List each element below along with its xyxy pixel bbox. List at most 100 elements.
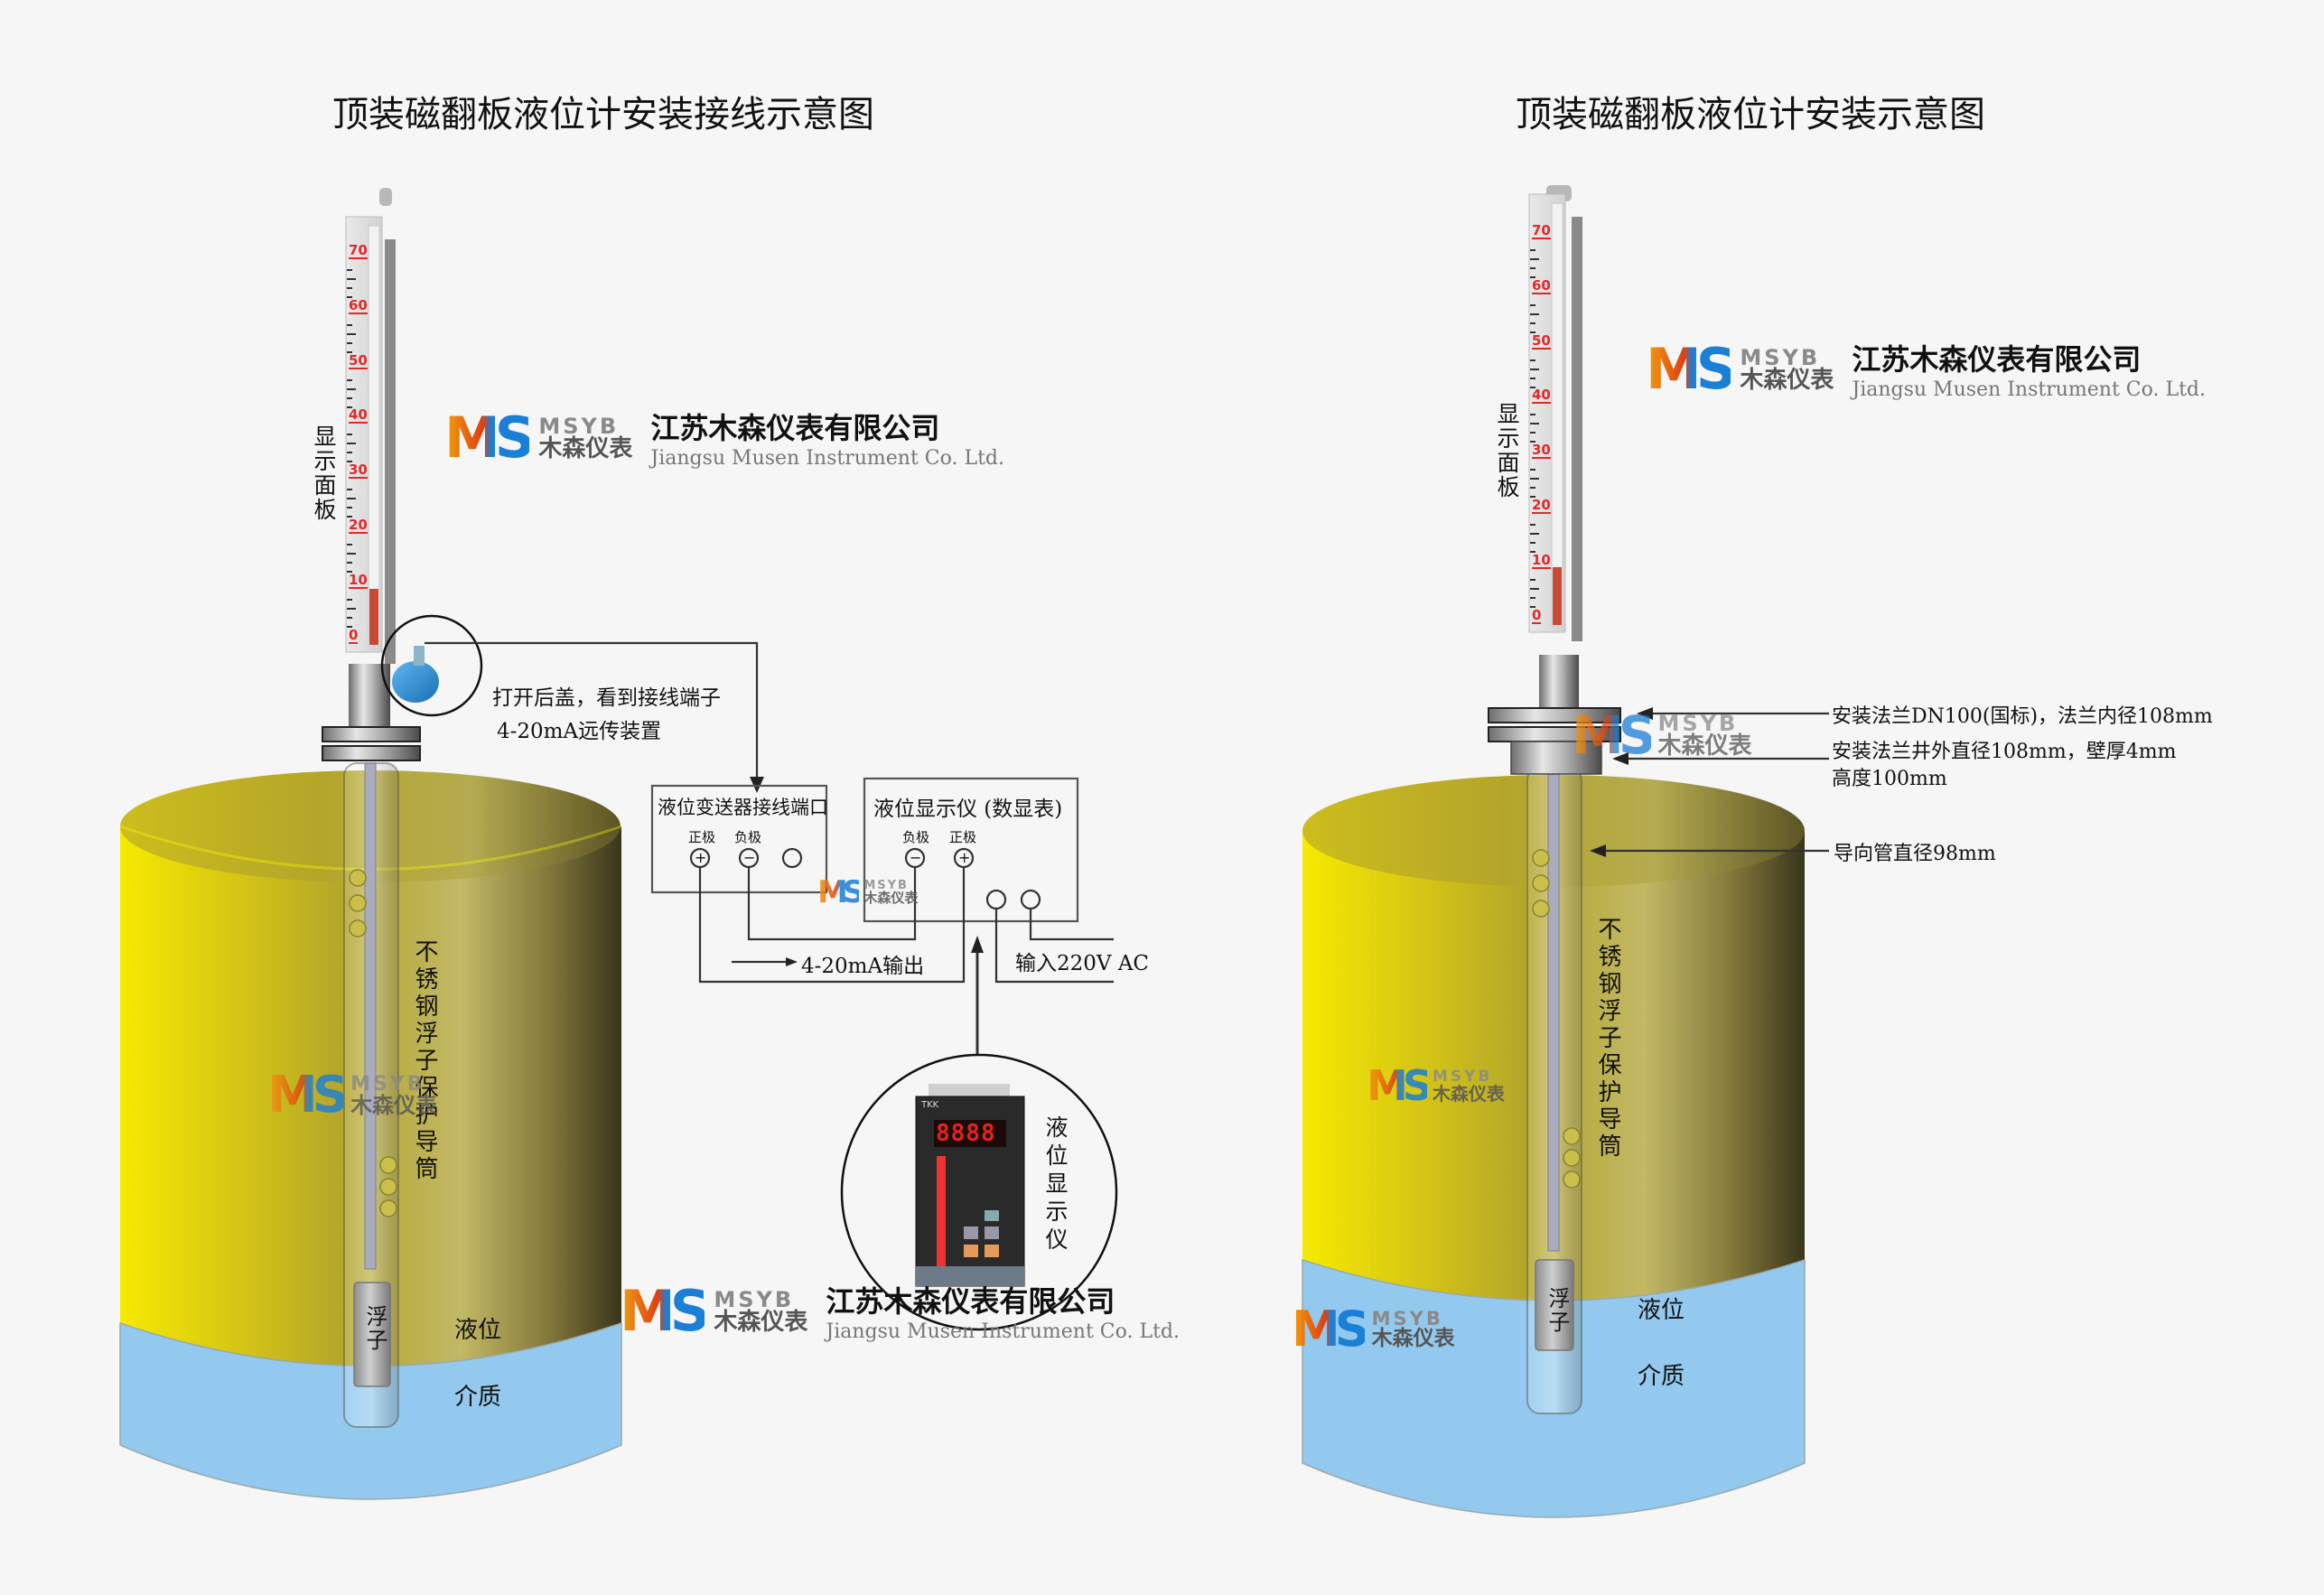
gauge-minor-tick [1530, 368, 1539, 370]
right-flange-top [1488, 707, 1621, 723]
gauge-minor-tick [347, 378, 352, 381]
right-float-label: 浮子 [1545, 1287, 1570, 1334]
gauge-minor-tick [1530, 386, 1535, 388]
gauge-minor-tick [347, 323, 352, 326]
gauge-scale-tick: 60 [349, 296, 368, 314]
gauge-minor-tick [1530, 258, 1539, 260]
gauge-minor-tick [347, 332, 356, 335]
display-pos-symbol: + [958, 849, 971, 866]
company-name-cn: 江苏木森仪表有限公司 [650, 411, 940, 445]
display-terminal-box [863, 777, 1079, 923]
left-level-label: 液位 [454, 1317, 502, 1344]
gauge-minor-tick [347, 553, 356, 555]
gauge-minor-tick [347, 341, 352, 344]
gauge-minor-tick [347, 544, 352, 546]
right-tube-label: 不锈钢浮子保护导筒 [1594, 917, 1621, 1161]
gauge-minor-tick [1530, 605, 1535, 608]
transmitter-neg-symbol: − [743, 849, 756, 866]
gauge-scale-tick: 50 [349, 351, 368, 369]
note-well-line1: 安装法兰井外直径108mm，壁厚4mm [1832, 741, 2177, 763]
gauge-minor-tick [1530, 496, 1535, 499]
callout-wire [425, 641, 759, 779]
gauge-minor-tick [347, 452, 352, 454]
logo-mark: MS [620, 1278, 710, 1344]
gauge-minor-tick [347, 598, 352, 601]
gauge-scale-tick: 30 [1532, 442, 1551, 460]
right-title: 顶装磁翻板液位计安装示意图 [1516, 94, 1985, 135]
logo-mark: MS [1572, 704, 1656, 766]
logo-mark: MS [817, 874, 864, 910]
gauge-minor-tick [347, 461, 352, 463]
gauge-scale-tick: 10 [1532, 551, 1551, 569]
logo-cn: 木森仪表 [1740, 366, 1834, 394]
logo-en: MSYB [538, 413, 620, 439]
left-gauge-assembly [322, 188, 483, 1428]
display-neg-label: 负极 [902, 829, 930, 845]
left-title: 顶装磁翻板液位计安装接线示意图 [332, 94, 874, 135]
brand-logo-center: MS MSYB 木森仪表 江苏木森仪表有限公司 Jiangsu Musen In… [620, 1278, 1180, 1344]
gauge-minor-tick [347, 434, 352, 436]
gauge-minor-tick [347, 443, 356, 445]
gauge-minor-tick [347, 406, 352, 408]
logo-en: MSYB [1657, 711, 1739, 736]
transmitter-box-title: 液位变送器接线端口 [658, 797, 828, 818]
company-name-cn: 江苏木森仪表有限公司 [826, 1284, 1115, 1319]
logo-en: MSYB [863, 879, 909, 892]
right-gauge-level-fill [1553, 567, 1562, 625]
left-gauge-level-fill [369, 589, 378, 645]
gauge-minor-tick [347, 278, 356, 280]
gauge-minor-tick [1530, 303, 1535, 306]
logo-mark: MS [1367, 1061, 1433, 1110]
power-terminal-l [985, 889, 1007, 910]
gauge-minor-tick [1530, 551, 1535, 554]
gauge-minor-tick [1530, 322, 1535, 324]
logo-en: MSYB [1432, 1067, 1493, 1086]
gauge-minor-tick [1530, 359, 1535, 361]
right-float [1535, 1259, 1574, 1351]
transmitter-pos-symbol: + [695, 849, 707, 866]
logo-en: MSYB [1740, 344, 1821, 370]
company-name-cn: 江苏木森仪表有限公司 [1852, 342, 2142, 377]
gauge-minor-tick [1530, 487, 1535, 490]
gauge-minor-tick [1530, 276, 1535, 278]
watermark-logo: MS MSYB 木森仪表 [267, 1066, 437, 1124]
left-flange-top [322, 726, 421, 742]
gauge-minor-tick [347, 507, 352, 509]
logo-cn: 木森仪表 [538, 434, 633, 462]
right-panel-label: 显示面板 [1494, 402, 1520, 499]
gauge-minor-tick [347, 287, 352, 289]
watermark-logo: MS MSYB 木森仪表 [817, 874, 918, 910]
gauge-minor-tick [347, 498, 356, 500]
logo-mark: MS [444, 405, 535, 471]
gauge-minor-tick [347, 571, 352, 574]
logo-en: MSYB [350, 1072, 425, 1096]
gauge-scale-tick: 10 [349, 571, 368, 589]
gauge-scale-tick: 60 [1532, 276, 1551, 294]
gauge-minor-tick [1530, 596, 1535, 599]
gauge-scale-tick: 20 [1532, 497, 1551, 515]
meter-brand: TKK [921, 1100, 939, 1110]
gauge-scale-tick: 0 [349, 626, 359, 644]
logo-cn: 木森仪表 [1371, 1326, 1455, 1350]
right-medium-label: 介质 [1638, 1363, 1685, 1390]
left-tube-label: 不锈钢浮子保护导筒 [411, 939, 438, 1183]
gauge-scale-tick: 70 [349, 242, 368, 259]
logo-mark: MS [267, 1066, 349, 1124]
gauge-scale-tick: 0 [1532, 606, 1542, 624]
logo-cn: 木森仪表 [1432, 1082, 1505, 1105]
gauge-scale-tick: 30 [349, 462, 368, 480]
gauge-minor-tick [1530, 524, 1535, 527]
gauge-minor-tick [1530, 578, 1535, 581]
gauge-minor-tick [1530, 423, 1539, 425]
left-flange-bottom [322, 745, 421, 761]
watermark-logo: MS MSYB 木森仪表 [1292, 1301, 1455, 1357]
gauge-minor-tick [1530, 249, 1535, 251]
logo-en: MSYB [1371, 1307, 1443, 1329]
note-well-line2: 高度100mm [1832, 768, 1947, 790]
wiring [425, 641, 1118, 1331]
gauge-minor-tick [347, 562, 352, 564]
gauge-minor-tick [1530, 414, 1535, 416]
display-neg-symbol: − [910, 849, 922, 866]
display-box-title: 液位显示仪 (数显表) [873, 798, 1063, 821]
